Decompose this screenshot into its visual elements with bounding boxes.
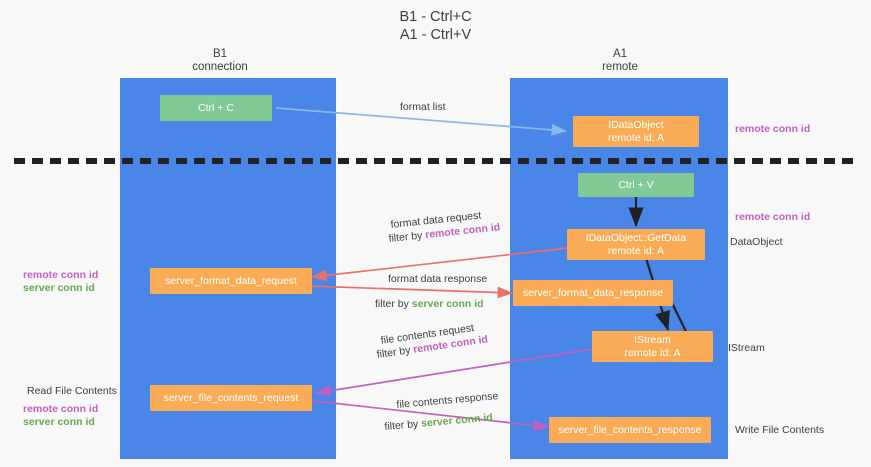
node-ctrl-c[interactable]: Ctrl + C (160, 95, 272, 121)
side-label-left-server-conn-id: server conn id (23, 282, 95, 294)
left-column-title: B1 (212, 48, 228, 60)
node-server-format-data-request-label: server_format_data_request (165, 274, 297, 287)
filter-by-text-4: filter by (384, 417, 422, 433)
side-label-data-object: DataObject (730, 236, 783, 248)
node-idataobject[interactable]: IDataObject remote id: A (573, 116, 699, 147)
side-label-write-file-contents: Write File Contents (735, 424, 825, 436)
side-label-left-remote-conn-id-2: remote conn id (23, 403, 99, 415)
arrow-format-data-request (311, 247, 569, 282)
node-istream-remote-id: remote id: A (624, 346, 681, 359)
right-column-title: A1 (612, 48, 628, 60)
node-idataobject-remote-id: remote id: A (607, 131, 665, 144)
side-label-remote-conn-id-mid: remote conn id (735, 211, 811, 223)
node-istream-label: IStream (634, 334, 671, 346)
node-server-format-data-response[interactable]: server_format_data_response (513, 280, 673, 306)
side-label-read-file-contents: Read File Contents (27, 385, 117, 397)
arrow-file-contents-request (315, 348, 593, 397)
filter-by-text-1: filter by (388, 229, 426, 245)
side-label-left-remote-conn-id: remote conn id (23, 269, 99, 281)
arrow-format-data-response (307, 285, 513, 299)
node-ctrl-v[interactable]: Ctrl + V (578, 173, 694, 197)
filter-by-text-2: filter by (375, 298, 412, 310)
edge-label-format-data-response: format data response (388, 273, 488, 285)
node-getdata-label: IDataObject::GetData (585, 232, 687, 244)
title-line-2: A1 - Ctrl+V (399, 27, 472, 43)
node-istream[interactable]: IStream remote id: A (592, 331, 713, 362)
edge-label-format-list: format list (400, 101, 446, 113)
title-line-1: B1 - Ctrl+C (399, 9, 472, 25)
node-server-format-data-response-label: server_format_data_response (522, 286, 664, 299)
node-ctrl-v-label: Ctrl + V (618, 178, 654, 191)
page-title: B1 - Ctrl+C A1 - Ctrl+V (0, 8, 871, 44)
right-column-header: A1 remote (540, 48, 700, 74)
edge-label-format-data-response-filter: filter by server conn id (375, 298, 484, 311)
side-label-left-server-conn-id-2: server conn id (23, 416, 95, 428)
left-column-header: B1 connection (140, 48, 300, 74)
arrow-format-list (275, 107, 567, 136)
node-server-file-contents-response-label: server_file_contents_response (558, 423, 702, 436)
arrow-file-contents-response (313, 400, 549, 432)
node-ctrl-c-label: Ctrl + C (198, 101, 234, 114)
side-label-istream: IStream (728, 342, 765, 354)
node-server-file-contents-response[interactable]: server_file_contents_response (549, 417, 711, 443)
right-column-subtitle: remote (602, 61, 638, 73)
node-server-file-contents-request[interactable]: server_file_contents_request (150, 385, 312, 411)
node-getdata[interactable]: IDataObject::GetData remote id: A (567, 229, 705, 260)
node-server-format-data-request[interactable]: server_format_data_request (150, 268, 312, 294)
node-getdata-remote-id: remote id: A (607, 244, 665, 257)
left-column-subtitle: connection (192, 61, 248, 73)
node-server-file-contents-request-label: server_file_contents_request (163, 391, 299, 404)
side-label-remote-conn-id-top: remote conn id (735, 123, 811, 135)
server-conn-id-kw-1: server conn id (411, 298, 484, 310)
node-idataobject-label: IDataObject (608, 119, 664, 131)
